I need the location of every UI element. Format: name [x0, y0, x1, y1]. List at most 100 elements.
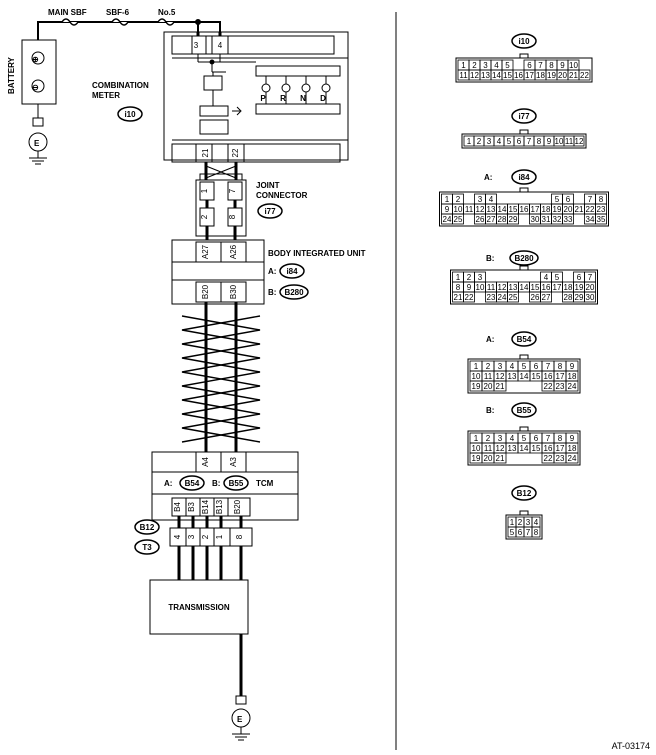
pin-cell: 9 [467, 283, 472, 292]
pin-cell: 17 [525, 71, 534, 80]
face-badge-i10-text: i10 [518, 37, 530, 46]
joint-pin-7: 7 [228, 188, 237, 193]
sbf6-fuse [111, 18, 129, 26]
pin-cell: 32 [553, 215, 562, 224]
biu-pin-b30: B30 [229, 284, 238, 299]
pin-cell: 13 [509, 283, 518, 292]
pin-cell: 7 [538, 61, 543, 70]
pin-cell: 12 [496, 444, 505, 453]
pin-cell: 5 [507, 137, 512, 146]
pin-cell: 6 [534, 434, 539, 443]
pin-cell: 2 [477, 137, 482, 146]
pin-cell: 19 [472, 382, 481, 391]
pin-cell: 5 [555, 273, 560, 282]
pin-cell: 2 [472, 61, 477, 70]
pin-cell: 15 [532, 372, 541, 381]
pin-cell: 8 [558, 362, 563, 371]
pin-cell: 11 [487, 283, 496, 292]
pin-cell: 3 [498, 362, 503, 371]
pin-cell: 20 [586, 283, 595, 292]
joint-label-2: CONNECTOR [256, 191, 308, 200]
pin-cell: 14 [520, 444, 529, 453]
badge-b55: B55 [223, 475, 249, 491]
badge-b54-text: B54 [185, 479, 200, 488]
pin-cell: 24 [568, 382, 577, 391]
pin-cell: 25 [454, 215, 463, 224]
pin-cell: 3 [483, 61, 488, 70]
lamp-r-label: R [280, 94, 286, 103]
pin-cell: 29 [575, 293, 584, 302]
face-badge-b12: B12 [511, 485, 537, 501]
pin-cell: 16 [544, 444, 553, 453]
pin-cell: 3 [498, 434, 503, 443]
pin-cell: 1 [474, 434, 479, 443]
pin-cell: 6 [517, 137, 522, 146]
face-badge-i10: i10 [511, 33, 537, 49]
pin-cell: 19 [553, 205, 562, 214]
meter-connector-top [171, 35, 335, 55]
meter-pin-21: 21 [201, 148, 210, 157]
tcm-pin-a3: A3 [229, 457, 238, 467]
b12-pin-3: 3 [187, 534, 196, 539]
pin-cell: 26 [476, 215, 485, 224]
pin-cell: 8 [456, 283, 461, 292]
pin-cell: 23 [597, 205, 606, 214]
face-badge-b54: B54 [511, 331, 537, 347]
pin-cell: 22 [580, 71, 589, 80]
badge-b12-text: B12 [140, 523, 155, 532]
pin-cell: 24 [443, 215, 452, 224]
biu-a-prefix: A: [268, 267, 276, 276]
combination-label-2: METER [92, 91, 120, 100]
pin-cell: 3 [478, 195, 483, 204]
pin-cell: 23 [556, 382, 565, 391]
pin-cell: 16 [520, 205, 529, 214]
face-badge-b12-text: B12 [517, 489, 532, 498]
pin-cell: 13 [508, 372, 517, 381]
combination-meter-box [163, 31, 349, 161]
face-badge-i77-text: i77 [518, 112, 530, 121]
pin-cell: 16 [542, 283, 551, 292]
badge-b12: B12 [134, 519, 160, 535]
biu-pin-a26: A26 [229, 244, 238, 259]
joint-pin-8: 8 [228, 214, 237, 219]
pin-cell: 4 [489, 195, 494, 204]
pin-cell: 5 [555, 195, 560, 204]
tcm-pin-b13: B13 [215, 499, 224, 514]
pin-cell: 20 [558, 71, 567, 80]
pin-cell: 21 [575, 205, 584, 214]
lamp-p-label: P [260, 94, 266, 103]
tcm-pin-a4: A4 [201, 457, 210, 467]
pin-cell: 10 [454, 205, 463, 214]
pin-cell: 9 [547, 137, 552, 146]
pin-cell: 10 [472, 372, 481, 381]
pin-cell: 19 [575, 283, 584, 292]
tcm-pin-b20: B20 [233, 499, 242, 514]
pin-cell: 4 [534, 518, 539, 527]
pin-cell: 8 [599, 195, 604, 204]
pin-cell: 5 [505, 61, 510, 70]
pin-cell: 5 [522, 434, 527, 443]
transmission-box [149, 579, 249, 635]
pin-cell: 6 [566, 195, 571, 204]
pin-cell: 8 [558, 434, 563, 443]
battery-label: BATTERY [7, 56, 16, 94]
pin-cell: 22 [544, 454, 553, 463]
pin-cell: 17 [556, 444, 565, 453]
pin-cell: 7 [588, 273, 593, 282]
pin-cell: 14 [492, 71, 501, 80]
pin-cell: 23 [487, 293, 496, 302]
face-b-prefix-b55: B: [486, 406, 494, 415]
face-badge-b280-text: B280 [514, 254, 534, 263]
biu-pin-b20: B20 [201, 284, 210, 299]
biu-pin-a27: A27 [201, 244, 210, 259]
pin-cell: 28 [564, 293, 573, 302]
t3-badge: T3 [134, 539, 160, 555]
pin-cell: 1 [456, 273, 461, 282]
pin-cell: 4 [510, 362, 515, 371]
pin-cell: 22 [465, 293, 474, 302]
pin-cell: 7 [546, 434, 551, 443]
badge-b280: B280 [279, 284, 309, 300]
